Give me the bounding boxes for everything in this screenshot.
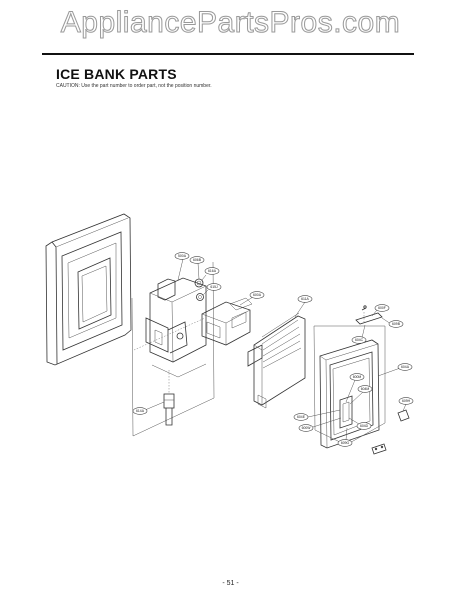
page-title: ICE BANK PARTS <box>56 66 177 82</box>
ice-maker <box>201 297 253 346</box>
svg-text:604E: 604E <box>297 415 306 419</box>
assembly-box-left <box>131 261 215 437</box>
svg-text:500A: 500A <box>178 254 187 258</box>
svg-text:609H: 609H <box>402 399 411 403</box>
callout-500A: 500A <box>174 252 190 260</box>
svg-text:600F: 600F <box>378 306 386 310</box>
auger-motor <box>163 370 175 426</box>
callout-609B: 609B <box>388 320 404 328</box>
ice-bank-door <box>319 339 380 449</box>
callout-604A: 604A <box>397 363 413 371</box>
door-panel <box>45 213 132 366</box>
callout-615J: 615J <box>206 283 222 291</box>
callout-600M: 600M <box>349 373 365 381</box>
watermark: AppliancePartsPros.com <box>60 6 401 40</box>
svg-text:604D: 604D <box>360 424 369 428</box>
callout-604C: 604C <box>351 336 367 344</box>
leader-lines <box>144 258 407 441</box>
callout-611A: 611A <box>297 295 313 303</box>
hinge-bracket <box>355 305 383 325</box>
svg-text:606B: 606B <box>193 258 202 262</box>
callout-614A: 614A <box>132 407 148 415</box>
svg-text:609B: 609B <box>392 322 401 326</box>
callout-600W: 600W <box>298 424 314 432</box>
ice-bank-cover <box>247 312 306 409</box>
callout-604E: 604E <box>293 413 309 421</box>
dispenser-housing <box>133 277 207 378</box>
svg-text:614A: 614A <box>136 409 145 413</box>
svg-text:611A: 611A <box>301 297 309 301</box>
svg-text:609G: 609G <box>341 441 350 445</box>
callout-600F: 600F <box>374 304 390 312</box>
callout-600A: 600A <box>249 291 265 299</box>
svg-text:600M: 600M <box>353 375 362 379</box>
small-parts-lower-right <box>371 409 410 455</box>
svg-text:604M: 604M <box>361 387 370 391</box>
svg-text:600W: 600W <box>302 426 312 430</box>
callout-604M: 604M <box>357 385 373 393</box>
caution-note: CAUTION: Use the part number to order pa… <box>56 83 212 89</box>
svg-text:615J: 615J <box>210 285 218 289</box>
svg-text:604A: 604A <box>401 365 410 369</box>
header-rule <box>42 53 414 55</box>
callout-604D: 604D <box>356 422 372 430</box>
svg-text:604C: 604C <box>355 338 364 342</box>
motor-parts <box>194 278 204 301</box>
svg-text:616A: 616A <box>208 269 217 273</box>
callout-609G: 609G <box>337 439 353 447</box>
svg-text:600A: 600A <box>253 293 262 297</box>
callout-606B: 606B <box>189 256 205 264</box>
callout-616A: 616A <box>204 267 220 275</box>
assembly-box-right <box>313 325 386 446</box>
page-number: - 51 - <box>222 580 239 587</box>
callout-609H: 609H <box>398 397 414 405</box>
